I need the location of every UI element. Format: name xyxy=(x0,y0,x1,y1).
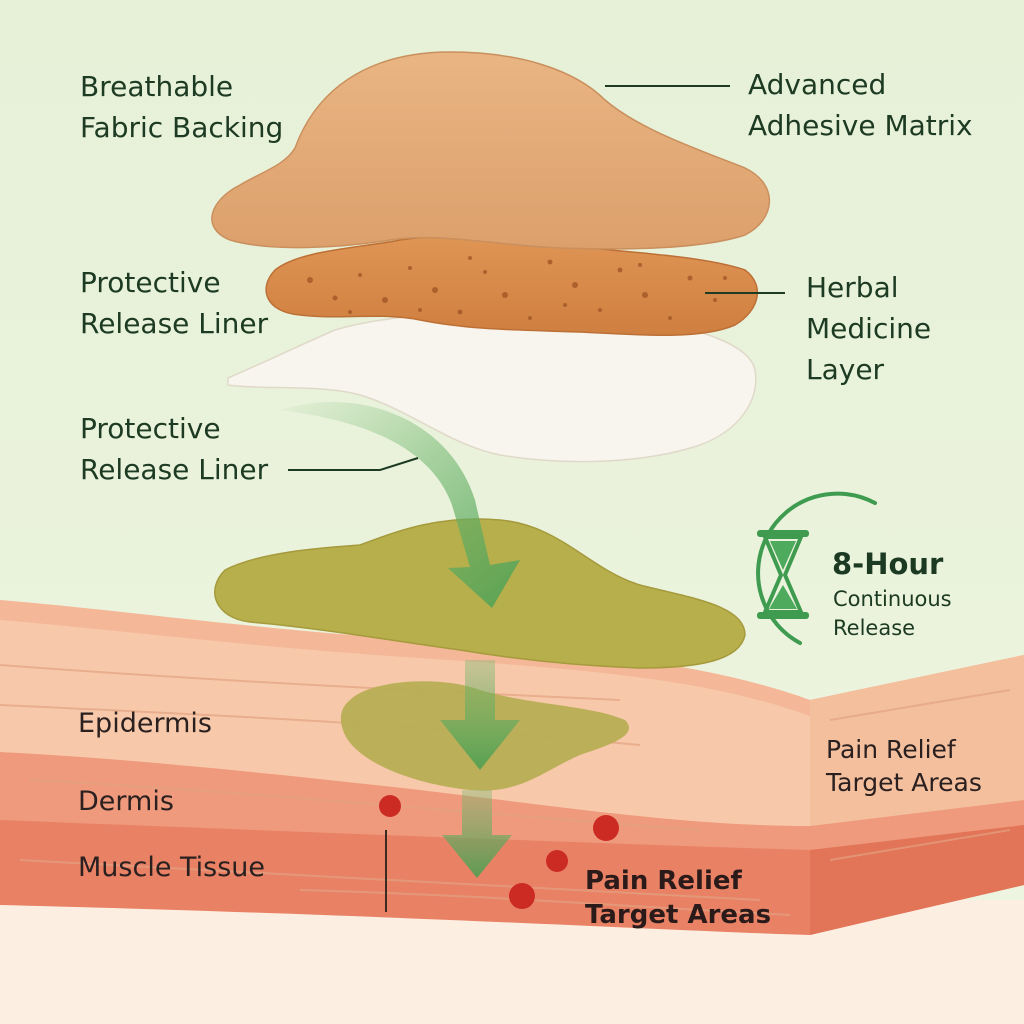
dermis-layer xyxy=(0,752,1024,850)
timer-subtitle: Continuous Release xyxy=(833,587,952,640)
pain-dot xyxy=(379,795,401,817)
label-dermis: Dermis xyxy=(78,786,174,817)
release-liner-sheet xyxy=(227,311,757,463)
leader-lines xyxy=(288,85,785,471)
label-target-center: Pain Relief Target Areas xyxy=(585,866,772,930)
leader-liner xyxy=(288,457,419,471)
label-epidermis: Epidermis xyxy=(78,708,212,739)
absorption-arrow-upper xyxy=(440,660,520,770)
herbal-speckles xyxy=(307,256,727,320)
absorption-arrow-lower xyxy=(442,790,512,878)
label-fabric-backing: Breathable Fabric Backing xyxy=(80,70,284,144)
label-herbal-layer: Herbal Medicine Layer xyxy=(806,271,932,386)
label-target-right: Pain Relief Target Areas xyxy=(826,735,982,797)
label-muscle: Muscle Tissue xyxy=(78,852,266,883)
release-arrow-icon xyxy=(280,402,520,608)
pain-dot xyxy=(593,815,619,841)
label-adhesive-matrix: Advanced Adhesive Matrix xyxy=(748,68,973,142)
pain-dot xyxy=(509,883,535,909)
fabric-backing-sheet xyxy=(211,51,771,250)
epidermis-side-face xyxy=(810,655,1024,826)
hourglass-icon xyxy=(757,530,809,619)
label-release-liner-bottom: Protective Release Liner xyxy=(80,412,269,486)
timer-title: 8-Hour xyxy=(832,547,944,581)
pain-dot xyxy=(546,850,568,872)
label-release-liner-top: Protective Release Liner xyxy=(80,266,269,340)
pain-target-dots xyxy=(379,795,619,909)
